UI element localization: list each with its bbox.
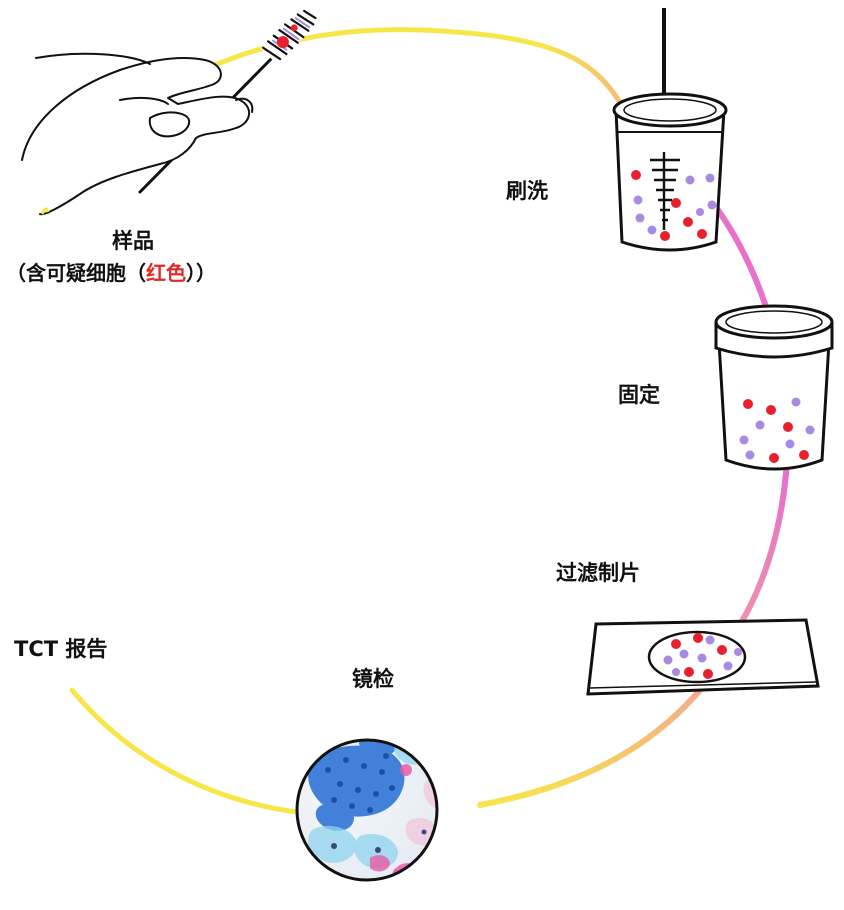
step-label-brush: 刷洗 (506, 179, 548, 203)
slide-cells (663, 633, 742, 679)
step-label-report: TCT 报告 (14, 637, 108, 661)
cup-with-brush-icon (612, 8, 728, 252)
step-sublabel-sample: （含可疑细胞（红色）） (6, 261, 216, 286)
microscope-view-icon (295, 738, 439, 882)
suspicious-cell-color-label: 红色 (146, 261, 186, 285)
cycle-arc-lower (477, 687, 703, 808)
step-label-filter: 过滤制片 (556, 561, 640, 585)
glass-slide-icon (586, 618, 820, 696)
cycle-arc-left (69, 687, 299, 815)
step-label-microscope: 镜检 (352, 667, 394, 691)
cup-cells (631, 170, 717, 241)
dipped-brush-head (650, 152, 680, 230)
step-label-fix: 固定 (618, 383, 660, 407)
sample-sub-open: （含可疑细胞（ (6, 261, 146, 285)
sample-connector (40, 207, 50, 215)
fixation-vial-icon (714, 304, 834, 471)
step-label-sample: 样品 (112, 229, 154, 253)
sample-sub-close: ）） (186, 261, 216, 285)
vial-cells (739, 397, 815, 463)
hand-holding-brush-icon (21, 4, 321, 216)
